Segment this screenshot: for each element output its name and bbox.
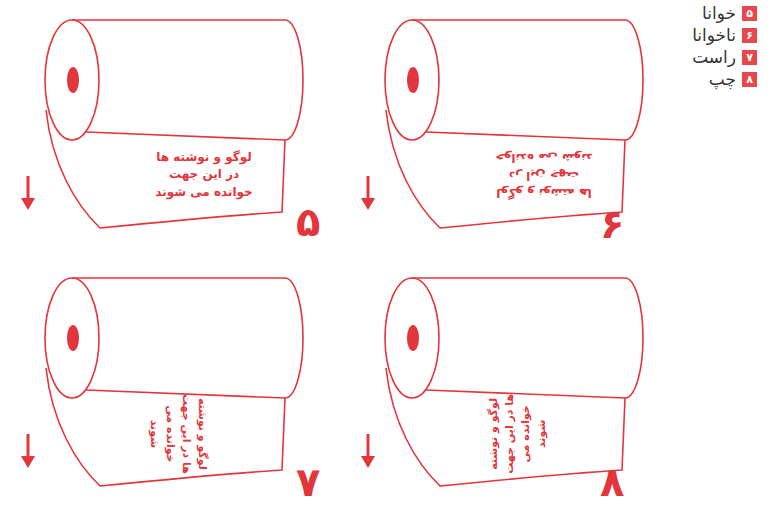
paper-sheet: لوگو و نوشته ها در این جهت خوانده می شون… [136,392,220,476]
sheet-text: لوگو و نوشته ها در این جهت خوانده می شون… [146,392,210,476]
key-text: راست [692,48,736,66]
paper-roll [21,278,303,486]
callout-number: ۷ [296,462,320,502]
key-number: ۵ [742,6,757,21]
sheet-text: لوگو و نوشته ها در این جهت خوانده می شون… [488,149,600,201]
paper-sheet: لوگو و نوشته ها در این جهت خوانده می شون… [148,140,260,210]
key-text: خوانا [702,4,736,22]
key-text: ناخوانا [692,26,736,44]
key-number: ۸ [742,72,757,87]
key-number: ۶ [742,28,757,43]
callout-number: ۶ [600,204,624,244]
callout-number: ۵ [296,202,320,242]
paper-roll [361,278,643,486]
paper-sheet: لوگو و نوشته ها در این جهت خوانده می شون… [476,392,560,476]
key-text: چپ [709,70,736,88]
paper-roll [21,20,303,228]
callout-number: ۸ [600,462,624,502]
paper-roll [361,20,643,228]
key-number: ۷ [742,50,757,65]
sheet-text: لوگو و نوشته ها در این جهت خوانده می شون… [148,149,260,201]
sheet-text: لوگو و نوشته ها در این جهت خوانده می شون… [486,392,550,476]
paper-sheet: لوگو و نوشته ها در این جهت خوانده می شون… [488,140,600,210]
